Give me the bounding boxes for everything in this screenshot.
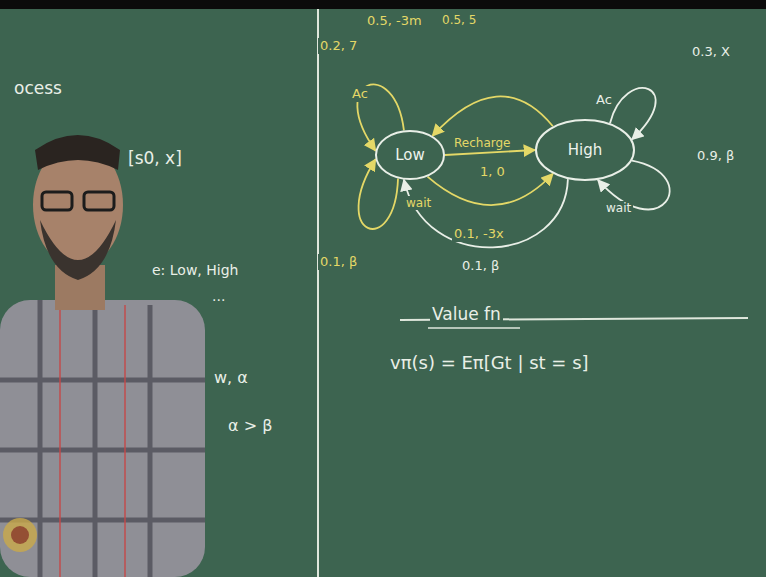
action-name: Recharge — [452, 136, 512, 150]
transition-label: 1, 0 — [478, 164, 507, 180]
state-ellipse: Low — [375, 130, 445, 180]
transition-arrow — [404, 179, 568, 247]
transition-label: 0.9, β — [695, 148, 736, 164]
transition-label: 0.1, β — [318, 254, 359, 270]
board-note: α > β — [226, 416, 274, 435]
top-bar — [0, 0, 766, 9]
section-heading: Value fn — [430, 304, 503, 324]
board-note: e: Low, High — [150, 262, 240, 279]
transition-label: 0.5, -3m — [365, 13, 424, 29]
transition-arrow — [432, 96, 552, 135]
transition-arrow — [359, 159, 398, 229]
action-name: Ac — [350, 86, 370, 102]
value-formula: vπ(s) = Eπ[Gt | st = s] — [388, 352, 591, 374]
board-divider — [317, 9, 319, 577]
board-note: ocess — [12, 78, 64, 98]
board-note: w, α — [212, 368, 250, 387]
transition-label: 0.1, β — [460, 258, 501, 274]
transition-note: 0.5, 5 — [440, 13, 478, 27]
transition-label: 0.2, 7 — [318, 38, 359, 54]
transition-arrow — [610, 88, 656, 139]
state-name: High — [568, 141, 602, 159]
transition-arrow — [445, 150, 535, 155]
action-name: wait — [604, 201, 633, 215]
state-ellipse: High — [535, 119, 635, 181]
lecturer — [0, 135, 205, 577]
logo — [3, 518, 37, 552]
action-name: Ac — [594, 92, 614, 108]
board-note: ... — [210, 288, 227, 305]
transition-label: 0.1, -3x — [452, 226, 506, 242]
underline — [428, 327, 520, 329]
action-name: wait — [404, 196, 433, 210]
state-name: Low — [395, 146, 425, 164]
board-note: [s0, x] — [126, 148, 184, 168]
transition-label: 0.3, X — [690, 44, 732, 60]
